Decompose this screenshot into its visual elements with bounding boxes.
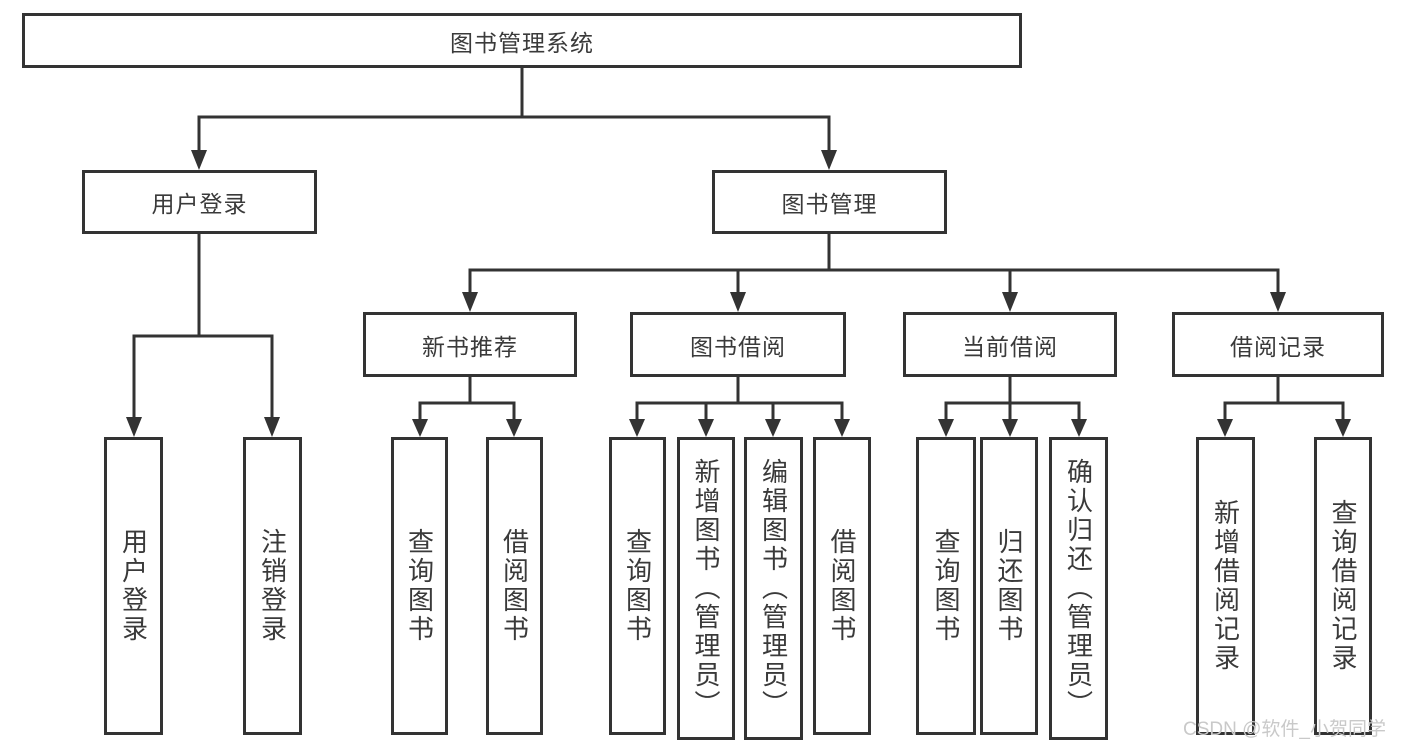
leaf-borrow-edit-books-admin: 编辑图书（管理员） [744,437,803,740]
connector-records-to-leaves [1217,377,1351,437]
leaf-current-confirm-return-admin: 确认归还（管理员） [1049,437,1108,740]
node-borrow-records: 借阅记录 [1172,312,1384,377]
connector-root-to-level2 [191,68,837,170]
connector-recommend-to-leaves [412,377,522,437]
leaf-borrow-add-books-admin: 新增图书（管理员） [677,437,735,740]
leaf-logout: 注销登录 [243,437,302,735]
node-user-login: 用户登录 [82,170,317,234]
node-new-book-recommend: 新书推荐 [363,312,577,377]
connector-borrow-to-leaves [629,377,850,437]
leaf-borrow-query-books: 查询图书 [609,437,666,735]
leaf-recommend-query-books: 查询图书 [391,437,448,735]
node-root-system: 图书管理系统 [22,13,1022,68]
leaf-records-add-record: 新增借阅记录 [1196,437,1255,735]
node-book-management: 图书管理 [712,170,947,234]
csdn-watermark: CSDN @软件_小贺同学 [1183,719,1386,740]
node-current-borrow: 当前借阅 [903,312,1117,377]
leaf-borrow-borrow-books: 借阅图书 [813,437,871,735]
leaf-recommend-borrow-books: 借阅图书 [486,437,543,735]
leaf-current-query-books: 查询图书 [916,437,976,735]
leaf-current-return-books: 归还图书 [980,437,1038,735]
connector-current-to-leaves [938,377,1087,437]
node-book-borrow: 图书借阅 [630,312,846,377]
connector-login-to-leaves [126,234,280,437]
leaf-user-login: 用户登录 [104,437,163,735]
connector-mgmt-to-level3 [462,234,1286,312]
leaf-records-query-record: 查询借阅记录 [1314,437,1372,735]
